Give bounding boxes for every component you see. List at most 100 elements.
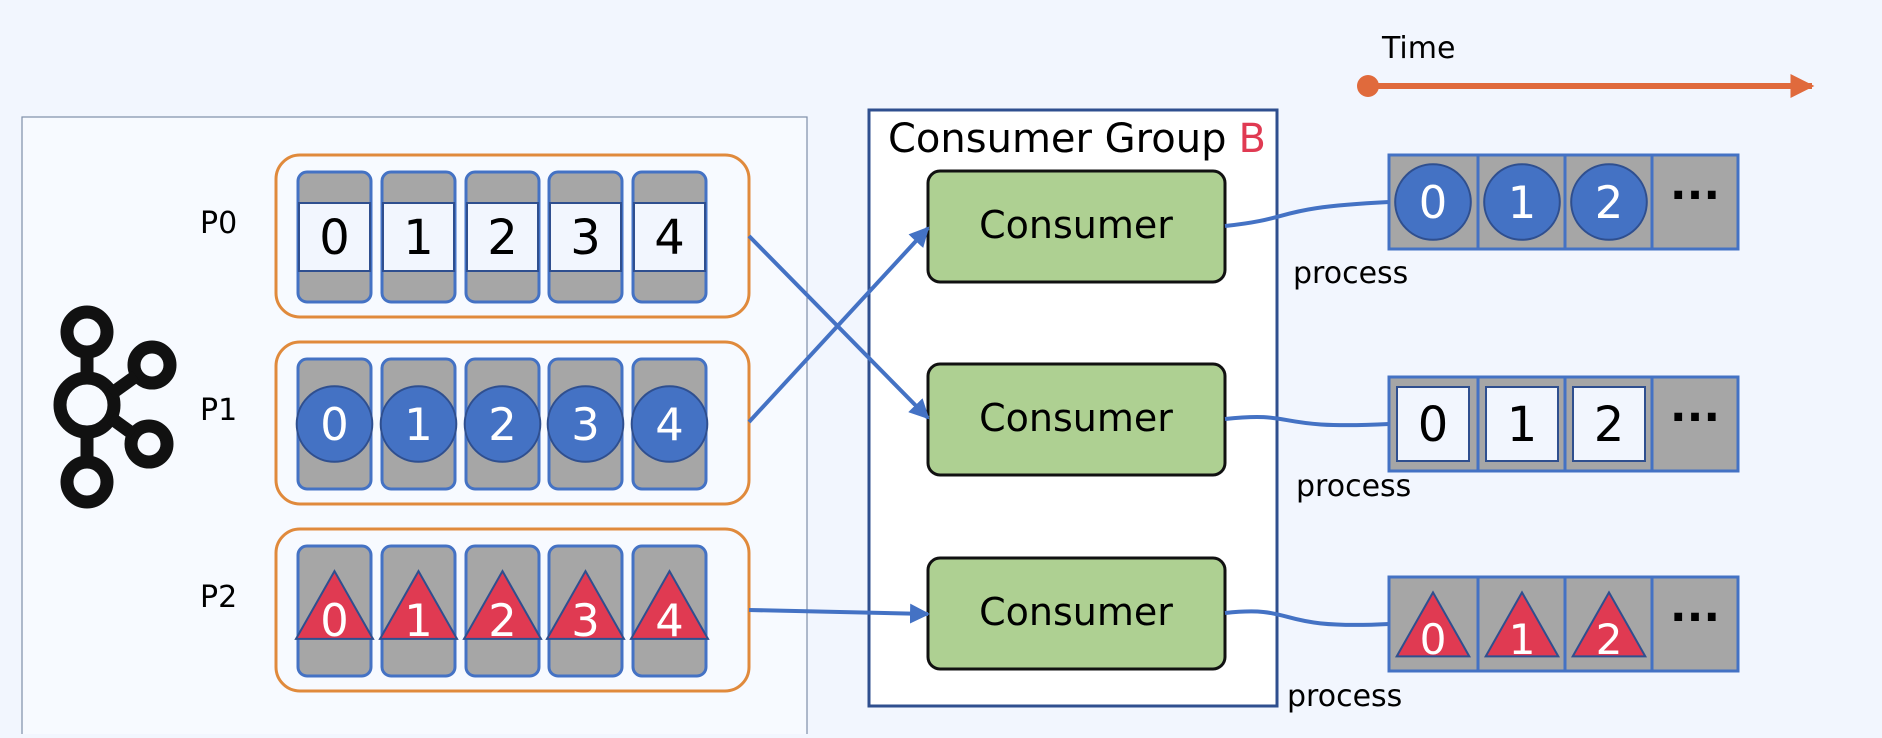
- kafka-logo-icon: [53, 305, 177, 509]
- offset-square: [466, 202, 539, 272]
- partition-cell: 3: [547, 170, 624, 304]
- offset-label: 1: [1509, 615, 1536, 664]
- consumer-group-title-text: Consumer Group: [888, 116, 1226, 162]
- partition-cell: 4: [630, 357, 709, 491]
- assignment-arrows: [747, 226, 930, 624]
- partition-label: P2: [200, 580, 237, 615]
- offset-circle: [1570, 163, 1648, 241]
- offset-label: 4: [655, 398, 684, 451]
- partition-cell: 4: [631, 170, 708, 304]
- offset-circle: [1483, 163, 1561, 241]
- more-ellipsis: ···: [1670, 170, 1720, 221]
- triangle-offset: 3: [545, 569, 626, 647]
- offset-label: 0: [1418, 397, 1449, 453]
- offset-label: 4: [655, 594, 684, 647]
- offset-label: 1: [404, 398, 433, 451]
- triangle-offset: 2: [462, 569, 543, 647]
- offset-label: 2: [488, 398, 517, 451]
- consumer-box: [926, 362, 1227, 477]
- assignment-arrow-p2: [748, 603, 930, 624]
- partition-cell: 0: [295, 357, 374, 491]
- partition-cell: 2: [464, 170, 541, 304]
- offset-circle: [1394, 163, 1472, 241]
- offset-circle: [379, 385, 458, 463]
- time-label: Time: [1381, 31, 1455, 66]
- offset-label: 0: [1419, 176, 1448, 229]
- consumer-group-title: Consumer Group B: [888, 116, 1266, 162]
- offset-label: 4: [654, 210, 685, 266]
- output-slot: [1650, 575, 1740, 673]
- consumer-1: Consumer: [926, 169, 1227, 284]
- offset-triangle: [378, 569, 459, 640]
- triangle-offset: 1: [1483, 590, 1561, 664]
- consumer-2: Consumer: [926, 362, 1227, 477]
- offset-label: 0: [319, 210, 350, 266]
- consumer-label: Consumer: [979, 590, 1173, 634]
- partition-cell: 0: [294, 544, 375, 678]
- offset-square: [633, 202, 706, 272]
- offset-label: 2: [1596, 615, 1623, 664]
- offset-label: 2: [1594, 397, 1625, 453]
- consumer-label: Consumer: [979, 396, 1173, 440]
- offset-circle: [630, 385, 709, 463]
- more-ellipsis: ···: [1670, 592, 1720, 643]
- output-slot: [1650, 375, 1740, 473]
- consumer-label: Consumer: [979, 203, 1173, 247]
- partition-cell: 4: [629, 544, 710, 678]
- output-slot: [1650, 153, 1740, 251]
- offset-label: 3: [570, 210, 601, 266]
- process-label: process: [1293, 256, 1408, 291]
- offset-square: [549, 202, 622, 272]
- partition-cell: 3: [545, 544, 626, 678]
- offset-label: 3: [571, 594, 600, 647]
- offset-label: 2: [487, 210, 518, 266]
- circle-offset: 1: [1483, 163, 1561, 241]
- offset-label: 3: [571, 398, 600, 451]
- offset-label: 0: [1420, 615, 1447, 664]
- partition-cell: 1: [378, 544, 459, 678]
- circle-offset: 2: [1570, 163, 1648, 241]
- offset-triangle: [462, 569, 543, 640]
- offset-square: [1485, 386, 1559, 462]
- offset-triangle: [545, 569, 626, 640]
- partition-label: P0: [200, 206, 237, 241]
- partition-cell: 2: [462, 544, 543, 678]
- offset-triangle: [1570, 590, 1648, 658]
- consumer-box: [926, 169, 1227, 284]
- partition-cell: 1: [379, 357, 458, 491]
- assignment-arrow-p1: [747, 226, 930, 424]
- offset-label: 1: [403, 210, 434, 266]
- partition-cell: 3: [546, 357, 625, 491]
- offset-circle: [546, 385, 625, 463]
- circle-offset: 3: [546, 385, 625, 463]
- offset-square: [1396, 386, 1470, 462]
- process-link: [1224, 609, 1390, 627]
- circle-offset: 2: [463, 385, 542, 463]
- partition-label: P1: [200, 393, 237, 428]
- triangle-offset: 2: [1570, 590, 1648, 664]
- triangle-offset: 0: [294, 569, 375, 647]
- partition-cell: 1: [380, 170, 457, 304]
- offset-triangle: [294, 569, 375, 640]
- process-label: process: [1296, 469, 1411, 504]
- circle-offset: 1: [379, 385, 458, 463]
- partition-p2: P2 0 1 2 3 4: [200, 527, 751, 693]
- offset-label: 2: [488, 594, 517, 647]
- time-axis: Time: [1357, 31, 1815, 98]
- offset-triangle: [629, 569, 710, 640]
- triangle-offset: 4: [629, 569, 710, 647]
- offset-circle: [295, 385, 374, 463]
- partition-cell: 2: [463, 357, 542, 491]
- consumer-group-id: B: [1238, 116, 1265, 162]
- offset-square: [1572, 386, 1646, 462]
- offset-label: 0: [320, 594, 349, 647]
- more-ellipsis: ···: [1670, 392, 1720, 443]
- offset-label: 1: [404, 594, 433, 647]
